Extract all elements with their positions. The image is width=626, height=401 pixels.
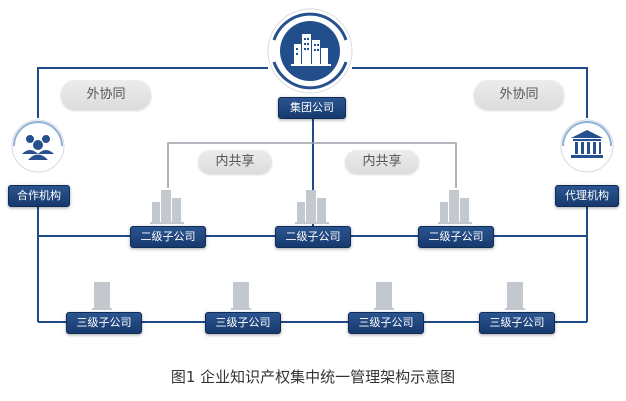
external-collab-pill-right: 外协同 — [474, 80, 564, 110]
building-icon — [231, 282, 251, 310]
internal-share-lines — [167, 142, 457, 188]
partner-org-label: 合作机构 — [8, 185, 70, 207]
building-icon — [92, 282, 112, 310]
building-icon — [150, 190, 184, 224]
group-company-label: 集团公司 — [278, 97, 346, 119]
level3-buildings — [92, 282, 525, 310]
external-collab-pill-left: 外协同 — [61, 80, 151, 110]
partner-emblem — [11, 119, 65, 173]
internal-share-pill-right: 内共享 — [345, 150, 419, 174]
building-icon — [374, 282, 394, 310]
level2-subsidiary-1: 二级子公司 — [130, 226, 206, 248]
level3-subsidiary-2: 三级子公司 — [205, 312, 281, 334]
building-icon — [295, 190, 329, 224]
group-emblem — [267, 8, 353, 94]
level2-buildings — [150, 190, 472, 224]
agency-org-label: 代理机构 — [555, 185, 619, 207]
level3-subsidiary-4: 三级子公司 — [479, 312, 555, 334]
building-icon — [438, 190, 472, 224]
bank-building-icon — [571, 130, 603, 158]
level3-subsidiary-1: 三级子公司 — [66, 312, 142, 334]
city-buildings-icon — [291, 34, 331, 66]
building-icon — [505, 282, 525, 310]
agency-emblem — [560, 119, 614, 173]
people-group-icon — [22, 135, 54, 160]
level2-subsidiary-3: 二级子公司 — [418, 226, 494, 248]
internal-share-pill-left: 内共享 — [198, 150, 272, 174]
level2-subsidiary-2: 二级子公司 — [275, 226, 351, 248]
level3-subsidiary-3: 三级子公司 — [348, 312, 424, 334]
figure-caption: 图1 企业知识产权集中统一管理架构示意图 — [170, 368, 456, 386]
